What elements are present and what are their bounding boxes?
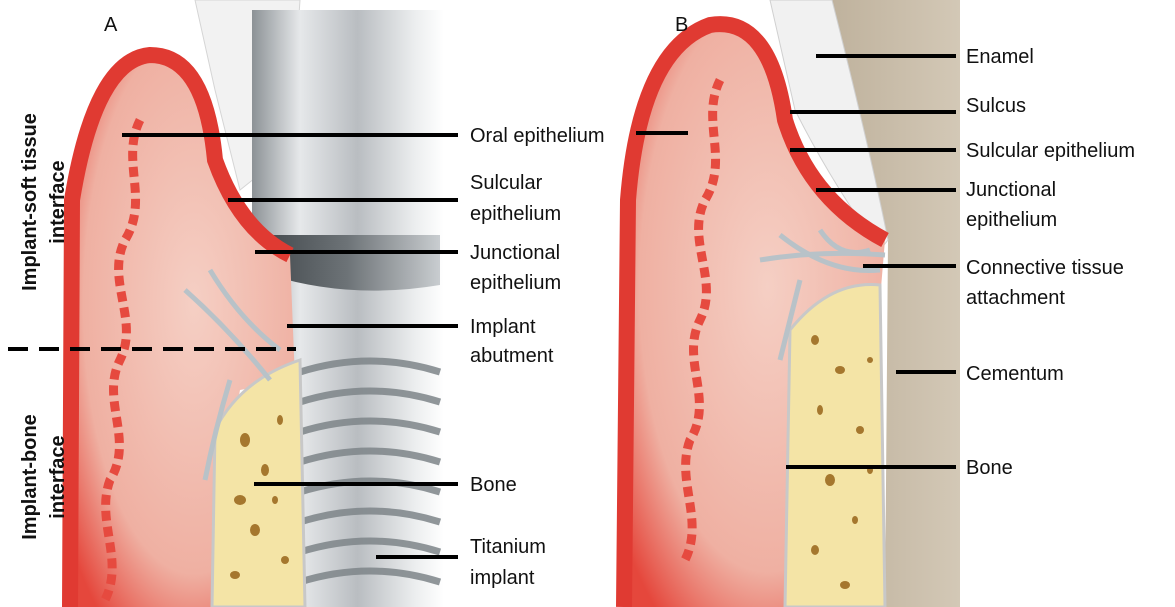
label-oral-epithelium: Oral epithelium (470, 125, 605, 147)
label-titanium-implant-2: implant (470, 567, 535, 589)
panel-a-letter: A (104, 14, 118, 36)
panel-b-bone (785, 285, 885, 607)
label-sulcus: Sulcus (966, 95, 1026, 117)
label-sulcular-epithelium-a-2: epithelium (470, 203, 561, 225)
label-titanium-implant-1: Titanium (470, 536, 546, 558)
label-junctional-epithelium-b-1: Junctional (966, 179, 1056, 201)
panel-b-letter: B (675, 14, 688, 36)
label-sulcular-epithelium-b: Sulcular epithelium (966, 140, 1135, 162)
label-connective-tissue-2: attachment (966, 287, 1065, 309)
label-bone-a: Bone (470, 474, 517, 496)
zone-bone-line2: interface (47, 435, 69, 518)
label-implant-abutment-1: Implant (470, 316, 536, 338)
zone-soft-tissue-line1: Implant-soft tissue (19, 113, 41, 291)
zone-bone-line1: Implant-bone (19, 414, 41, 540)
label-connective-tissue-1: Connective tissue (966, 257, 1124, 279)
label-bone-b: Bone (966, 457, 1013, 479)
panel-a-illustration (70, 0, 444, 607)
label-junctional-epithelium-a-1: Junctional (470, 242, 560, 264)
label-junctional-epithelium-a-2: epithelium (470, 272, 561, 294)
label-enamel: Enamel (966, 46, 1034, 68)
panel-b-illustration (624, 0, 960, 607)
label-cementum: Cementum (966, 363, 1064, 385)
label-implant-abutment-2: abutment (470, 345, 554, 367)
label-sulcular-epithelium-a-1: Sulcular (470, 172, 543, 194)
label-junctional-epithelium-b-2: epithelium (966, 209, 1057, 231)
zone-soft-tissue-line2: interface (47, 160, 69, 243)
